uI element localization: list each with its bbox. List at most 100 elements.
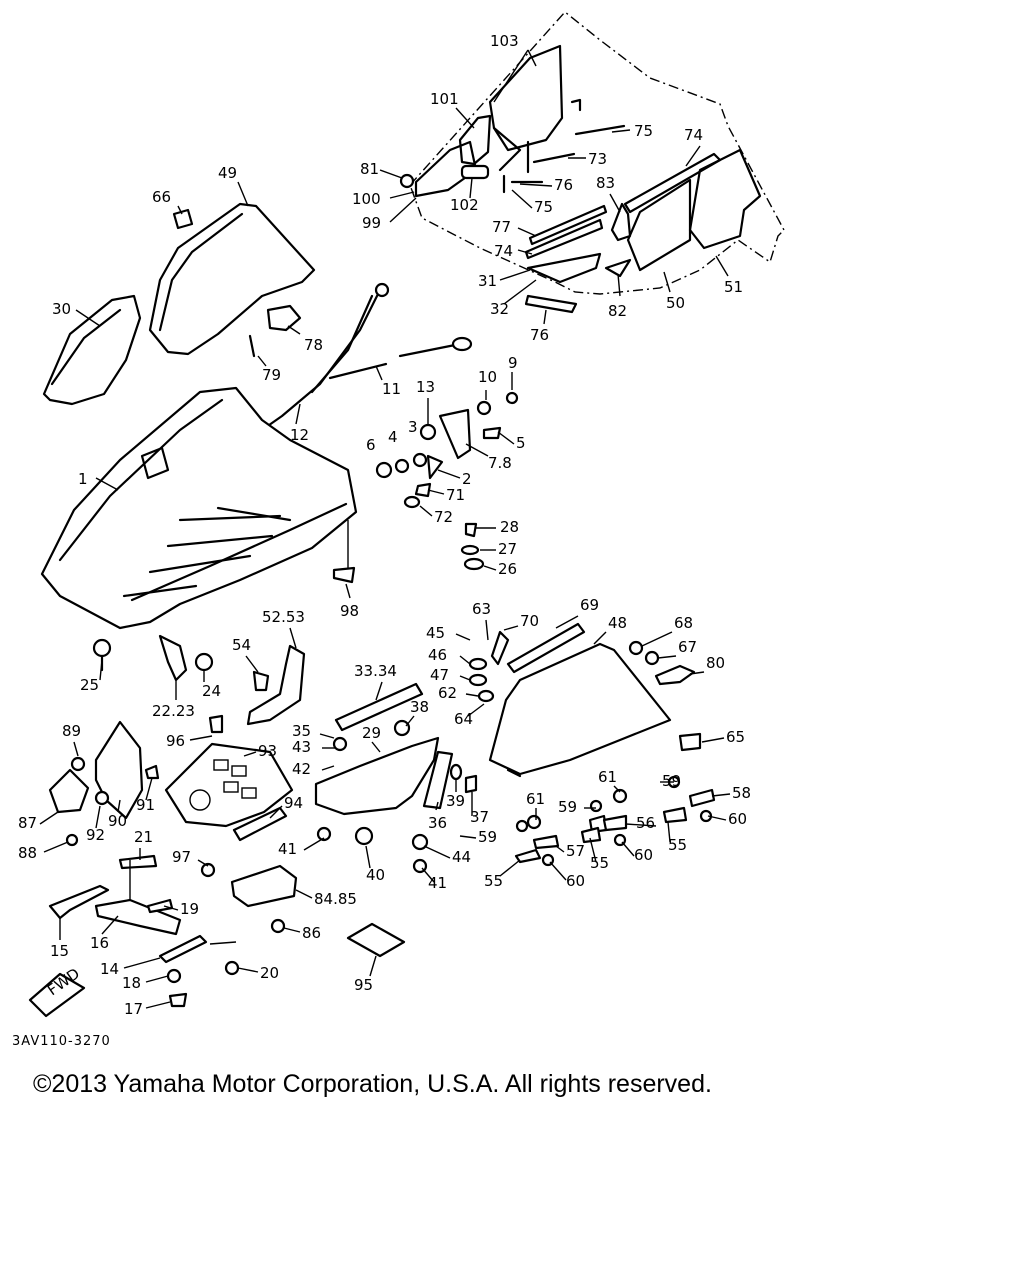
callout: 83 [596,174,615,192]
callout: 67 [678,638,697,656]
callout: 59 [662,772,681,790]
callout: 41 [278,840,297,858]
callout: 44 [452,848,471,866]
callout: 73 [588,150,607,168]
callout: 3 [408,418,418,436]
callout: 48 [608,614,627,632]
callout: 10 [478,368,497,386]
callout: 16 [90,934,109,952]
callout: 58 [732,784,751,802]
callout: 18 [122,974,141,992]
callout: 97 [172,848,191,866]
callout: 88 [18,844,37,862]
callout: 32 [490,300,509,318]
callout: 76 [530,326,549,344]
callout: 98 [340,602,359,620]
callout: 89 [62,722,81,740]
callout: 6 [366,436,376,454]
callout: 17 [124,1000,143,1018]
callout: 63 [472,600,491,618]
callout: 78 [304,336,323,354]
callout: 54 [232,636,251,654]
callout: 103 [490,32,519,50]
callout: 59 [558,798,577,816]
callout: 41 [428,874,447,892]
callout: 82 [608,302,627,320]
callout: 96 [166,732,185,750]
callout: 40 [366,866,385,884]
callout: 100 [352,190,381,208]
callout: 49 [218,164,237,182]
leader-lines [39,49,731,1009]
callout: 65 [726,728,745,746]
callout: 20 [260,964,279,982]
callout: 62 [438,684,457,702]
callout: 9 [508,354,518,372]
callout: 13 [416,378,435,396]
callout: 29 [362,724,381,742]
callout: 68 [674,614,693,632]
callout: 60 [728,810,747,828]
callout: 95 [354,976,373,994]
callout: 1 [78,470,88,488]
lower-left-panels [48,720,294,878]
callout: 86 [302,924,321,942]
callout: 25 [80,676,99,694]
callout: 11 [382,380,401,398]
callout: 55 [590,854,609,872]
cable-harness [260,282,473,432]
callout: 43 [292,738,311,756]
callout: 30 [52,300,71,318]
callout: 5 [516,434,526,452]
callout: 37 [470,808,489,826]
callout: 74 [494,242,513,260]
callout: 35 [292,722,311,740]
main-hood [40,386,358,630]
callout: 61 [526,790,545,808]
callout: 90 [108,812,127,830]
callout: 71 [446,486,465,504]
callout: 12 [290,426,309,444]
callout: 101 [430,90,459,108]
callout: 56 [636,814,655,832]
callout: 69 [580,596,599,614]
rails [334,622,586,810]
callout: 21 [134,828,153,846]
drawing-code: 3AV110-3270 [12,1034,111,1049]
callout: 77 [492,218,511,236]
callout: 81 [360,160,379,178]
callout: 87 [18,814,37,832]
callout: 47 [430,666,449,684]
callout: 51 [724,278,743,296]
callout: 80 [706,654,725,672]
callout: 2 [462,470,472,488]
callout: 50 [666,294,685,312]
callout: 39 [446,792,465,810]
callout: 60 [566,872,585,890]
callout: 79 [262,366,281,384]
callout: 38 [410,698,429,716]
callout: 57 [566,842,585,860]
callout: 27 [498,540,517,558]
callout: 60 [634,846,653,864]
callout: 26 [498,560,517,578]
callout: 46 [428,646,447,664]
center-bracket [314,719,478,874]
callout: 36 [428,814,447,832]
callout: 70 [520,612,539,630]
callout: 59 [478,828,497,846]
callout: 14 [100,960,119,978]
callout: 24 [202,682,221,700]
callout: 52.53 [262,608,305,626]
bottom-brackets: FWD [28,854,286,1018]
callout: 15 [50,942,69,960]
callout: 22.23 [152,702,195,720]
callout: 55 [668,836,687,854]
callout: 45 [426,624,445,642]
linkage-hardware [375,391,519,571]
callout: 94 [284,794,303,812]
callout: 75 [634,122,653,140]
callout: 31 [478,272,497,290]
callout: 4 [388,428,398,446]
callout: 75 [534,198,553,216]
